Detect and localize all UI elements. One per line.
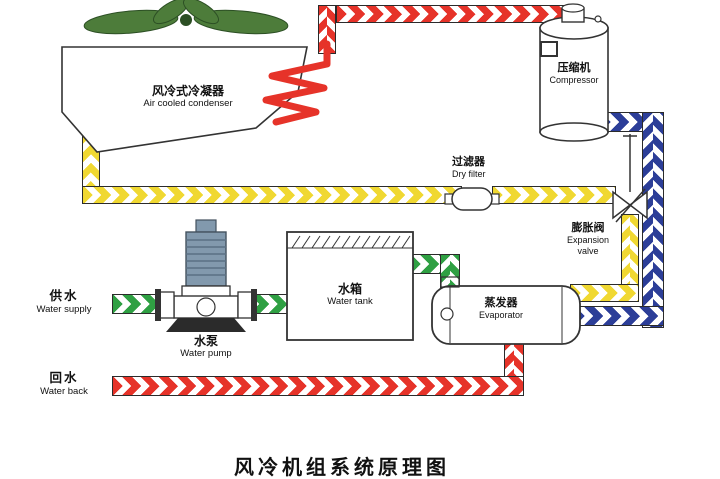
compressor-label-cn: 压缩机: [557, 62, 591, 74]
label-condenser: 风冷式冷凝器 Air cooled condenser: [108, 84, 268, 109]
pipe-liquid-horizontal: [82, 186, 462, 204]
diagram-title: 风冷机组系统原理图: [234, 457, 450, 479]
condenser-coil: [262, 40, 331, 126]
evaporator-label-en: Evaporator: [478, 309, 524, 320]
pipe-elbow-drop: [440, 254, 460, 290]
label-water-tank: 水箱 Water tank: [312, 282, 388, 307]
pipe-liquid-left-drop: [82, 96, 100, 192]
pipe-pump-to-tank: [240, 294, 292, 314]
pipe-water-supply: [112, 294, 170, 314]
water-tank-label-en: Water tank: [327, 296, 373, 308]
expansion-valve-label-cn: 膨胀阀: [571, 222, 605, 234]
label-water-back: 回水 Water back: [18, 371, 110, 397]
label-compressor: 压缩机 Compressor: [542, 62, 606, 86]
water-tank-label-cn: 水箱: [337, 282, 362, 296]
compressor-label-en: Compressor: [549, 74, 599, 85]
water-pump-figure: [155, 219, 257, 332]
label-dry-filter: 过滤器 Dry filter: [452, 156, 522, 180]
label-evaporator: 蒸发器 Evaporator: [462, 297, 540, 321]
pipe-discharge-top: [336, 5, 576, 23]
condenser-label-en: Air cooled condenser: [143, 98, 233, 110]
label-water-pump: 水泵 Water pump: [168, 334, 244, 359]
water-pump-label-en: Water pump: [180, 348, 232, 360]
pipe-liquid-to-valve: [492, 186, 616, 204]
water-supply-label-en: Water supply: [36, 303, 92, 315]
condenser-label-cn: 风冷式冷凝器: [151, 84, 224, 98]
pipe-discharge-drop: [318, 5, 336, 54]
label-expansion-valve: 膨胀阀 Expansion valve: [556, 222, 620, 256]
evaporator-label-cn: 蒸发器: [484, 297, 518, 309]
pipe-liquid-to-evaporator: [570, 284, 639, 302]
pipe-suction-right-drop: [642, 112, 664, 328]
label-water-supply: 供水 Water supply: [18, 289, 110, 315]
dry-filter-label-cn: 过滤器: [452, 156, 485, 168]
pipe-water-back: [112, 376, 524, 396]
dry-filter-label-en: Dry filter: [452, 168, 486, 179]
water-pump-label-cn: 水泵: [193, 334, 218, 348]
pipe-suction-bottom: [574, 306, 664, 326]
water-supply-label-cn: 供水: [49, 289, 79, 303]
fan-icon: [83, 0, 289, 35]
water-back-label-cn: 回水: [49, 371, 79, 385]
water-back-label-en: Water back: [40, 385, 88, 397]
expansion-valve-label-en: Expansion valve: [566, 234, 610, 256]
